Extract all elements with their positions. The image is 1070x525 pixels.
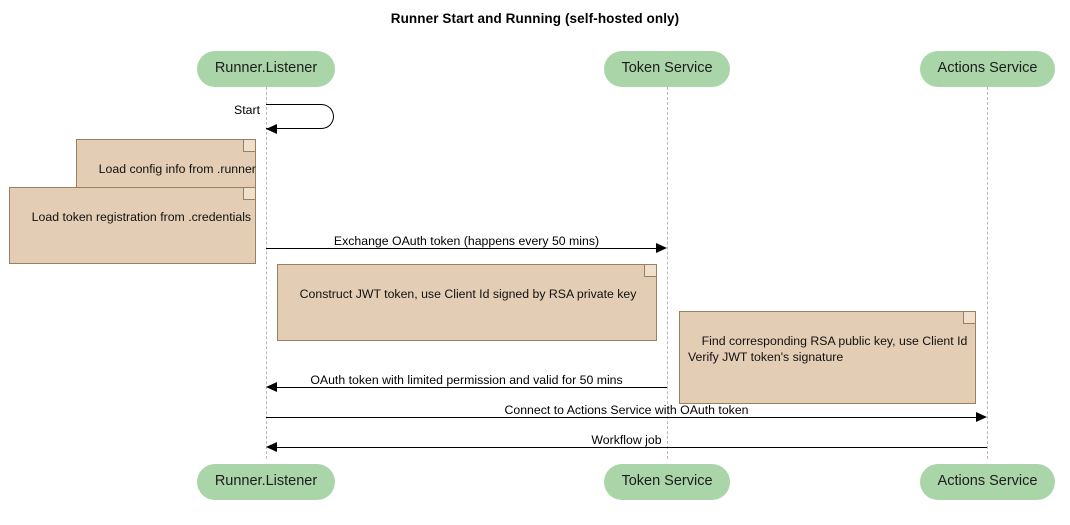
participant-actions-service-top[interactable]: Actions Service [920, 51, 1055, 87]
note-fold-corner [243, 188, 255, 200]
self-message-start-label: Start [234, 103, 260, 117]
participant-label: Actions Service [937, 473, 1038, 489]
note-text: Find corresponding RSA public key, use C… [688, 334, 968, 364]
participant-actions-service-bottom[interactable]: Actions Service [920, 464, 1055, 500]
note-verify-jwt-signature: Find corresponding RSA public key, use C… [679, 311, 976, 404]
note-fold-corner [644, 265, 656, 277]
lifeline-runner-listener [266, 87, 267, 459]
self-message-start-arrowhead [266, 123, 277, 134]
message-label-oauth-token-limited: OAuth token with limited permission and … [310, 373, 623, 387]
note-text: Load token registration from .credential… [31, 210, 252, 224]
note-construct-jwt-token: Construct JWT token, use Client Id signe… [277, 264, 657, 341]
message-arrowhead-oauth-token-limited [266, 381, 277, 392]
note-text: Load config info from .runner [98, 162, 256, 176]
page-title: Runner Start and Running (self-hosted on… [390, 11, 680, 26]
message-arrowhead-workflow-job [266, 441, 277, 452]
message-label-connect-actions-service: Connect to Actions Service with OAuth to… [504, 403, 749, 417]
participant-token-service-top[interactable]: Token Service [604, 51, 730, 87]
participant-label: Runner.Listener [214, 60, 318, 76]
participant-runner-listener-top[interactable]: Runner.Listener [197, 51, 335, 87]
participant-runner-listener-bottom[interactable]: Runner.Listener [197, 464, 335, 500]
participant-label: Token Service [621, 60, 713, 76]
message-line-oauth-token-limited [277, 387, 667, 388]
message-line-workflow-job [277, 447, 987, 448]
message-line-connect-actions-service [266, 417, 976, 418]
participant-label: Token Service [621, 473, 713, 489]
lifeline-token-service [667, 87, 668, 459]
note-fold-corner [963, 312, 975, 324]
note-fold-corner [243, 140, 255, 152]
participant-label: Actions Service [937, 60, 1038, 76]
note-text: Construct JWT token, use Client Id signe… [299, 287, 637, 301]
participant-token-service-bottom[interactable]: Token Service [604, 464, 730, 500]
participant-label: Runner.Listener [214, 473, 318, 489]
message-arrowhead-exchange-oauth-token [656, 242, 667, 253]
message-label-workflow-job: Workflow job [591, 433, 662, 447]
message-label-exchange-oauth-token: Exchange OAuth token (happens every 50 m… [333, 234, 600, 248]
message-line-exchange-oauth-token [266, 248, 656, 249]
lifeline-actions-service [987, 87, 988, 459]
message-arrowhead-connect-actions-service [976, 411, 987, 422]
note-load-token-registration: Load token registration from .credential… [9, 187, 256, 264]
self-message-start-loop [266, 104, 334, 129]
